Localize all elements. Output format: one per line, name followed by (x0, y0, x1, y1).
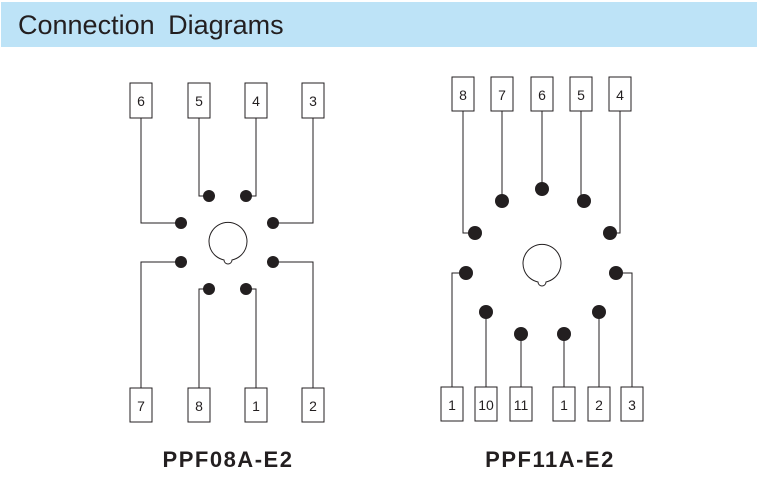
terminal-label: 10 (478, 397, 494, 413)
terminal-label: 4 (252, 93, 260, 109)
pin-dot (267, 217, 279, 229)
pin-dot (203, 190, 215, 202)
section-title: Connection Diagrams (18, 10, 284, 40)
pin-dot (468, 226, 482, 240)
pin-dot (495, 194, 509, 208)
pin-dot (609, 266, 623, 280)
section-header: Connection Diagrams (1, 2, 757, 47)
pin-dots (175, 190, 279, 295)
diagram-ppf11a-e2: 8 7 6 5 4 1 10 11 1 2 3 PPF11A-E2 (440, 76, 644, 472)
wires (451, 111, 633, 387)
diagram-ppf08a-e2: 6 5 4 3 7 8 1 2 PPF08A-E2 (129, 82, 325, 472)
pin-dot (603, 226, 617, 240)
top-terminals: 6 5 4 3 (129, 82, 325, 119)
pin-dot (175, 256, 187, 268)
pin-dot (592, 305, 606, 319)
terminal-label: 1 (448, 397, 456, 413)
pin-dots (459, 182, 623, 341)
terminal-label: 1 (560, 397, 568, 413)
terminal-label: 5 (577, 87, 585, 103)
terminal-label: 1 (252, 398, 260, 414)
bottom-terminals: 1 10 11 1 2 3 (440, 386, 644, 422)
terminal-label: 8 (195, 398, 203, 414)
terminal-label: 7 (137, 398, 145, 414)
pin-dot (535, 182, 549, 196)
wires (140, 118, 314, 388)
center-key-hole (208, 222, 248, 265)
model-label: PPF11A-E2 (485, 447, 615, 472)
terminal-label: 8 (459, 87, 467, 103)
terminal-label: 6 (137, 93, 145, 109)
terminal-label: 2 (595, 397, 603, 413)
pin-dot (240, 283, 252, 295)
pin-dot (557, 327, 571, 341)
pin-dot (175, 217, 187, 229)
pin-dot (203, 283, 215, 295)
center-key-hole (522, 244, 562, 287)
terminal-label: 3 (628, 397, 636, 413)
terminal-label: 6 (538, 87, 546, 103)
pin-dot (459, 266, 473, 280)
terminal-label: 11 (514, 397, 529, 413)
pin-dot (577, 194, 591, 208)
terminal-label: 2 (309, 398, 317, 414)
terminal-label: 7 (498, 87, 506, 103)
top-terminals: 8 7 6 5 4 (451, 76, 632, 112)
terminal-label: 3 (309, 93, 317, 109)
bottom-terminals: 7 8 1 2 (129, 387, 325, 423)
pin-dot (240, 190, 252, 202)
terminal-label: 5 (195, 93, 203, 109)
pin-dot (267, 256, 279, 268)
terminal-label: 4 (616, 87, 624, 103)
pin-dot (514, 327, 528, 341)
pin-dot (479, 305, 493, 319)
model-label: PPF08A-E2 (163, 447, 294, 472)
